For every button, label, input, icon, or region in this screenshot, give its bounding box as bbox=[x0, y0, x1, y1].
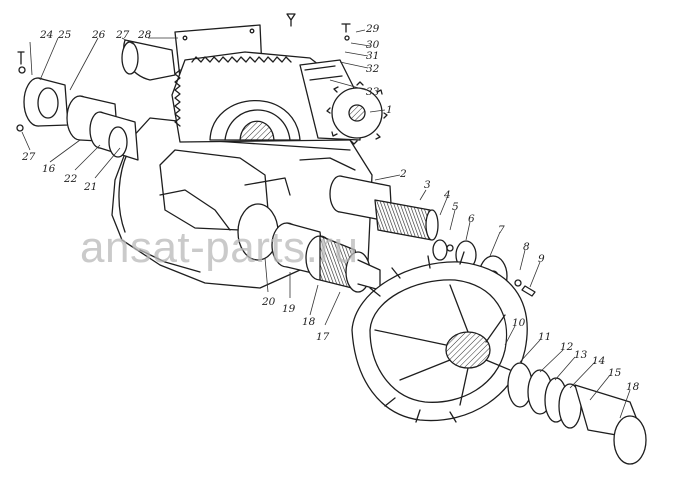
callout-30: 30 bbox=[366, 39, 380, 51]
small-sprocket bbox=[326, 81, 388, 145]
callout-6: 6 bbox=[468, 213, 475, 225]
callout-3: 3 bbox=[424, 179, 431, 191]
callout-22: 22 bbox=[63, 173, 78, 185]
callout-labels: 29 30 31 32 33 1 2 3 4 5 6 7 8 9 10 11 1… bbox=[21, 23, 640, 393]
leader-lines bbox=[21, 29, 631, 419]
callout-19: 19 bbox=[282, 303, 296, 315]
center-shaft bbox=[237, 203, 381, 293]
callout-13: 13 bbox=[574, 349, 588, 361]
callout-7: 7 bbox=[498, 224, 505, 236]
callout-21: 21 bbox=[83, 181, 97, 193]
callout-9: 9 bbox=[538, 253, 545, 265]
callout-1: 1 bbox=[386, 104, 393, 116]
callout-29: 29 bbox=[365, 23, 380, 35]
callout-16-left: 16 bbox=[42, 163, 56, 175]
callout-2: 2 bbox=[399, 168, 407, 180]
callout-33: 33 bbox=[366, 86, 380, 98]
callout-18-right: 18 bbox=[626, 381, 640, 393]
callout-20: 20 bbox=[261, 296, 276, 308]
callout-32: 32 bbox=[366, 63, 380, 75]
callout-11: 11 bbox=[538, 331, 551, 343]
callout-27-top: 27 bbox=[115, 29, 130, 41]
callout-15: 15 bbox=[608, 367, 622, 379]
callout-12: 12 bbox=[560, 341, 574, 353]
callout-26: 26 bbox=[91, 29, 106, 41]
callout-5: 5 bbox=[452, 201, 459, 213]
callout-27-left: 27 bbox=[21, 151, 36, 163]
left-shaft-assembly bbox=[23, 39, 176, 161]
callout-25: 25 bbox=[57, 29, 72, 41]
spider-wheel bbox=[351, 251, 528, 423]
callout-17: 17 bbox=[316, 331, 330, 343]
callout-8: 8 bbox=[523, 241, 530, 253]
callout-4: 4 bbox=[443, 189, 451, 201]
right-drum-stack bbox=[507, 362, 647, 465]
callout-10: 10 bbox=[512, 317, 526, 329]
fasteners bbox=[16, 13, 351, 132]
callout-18: 18 bbox=[302, 316, 316, 328]
callout-31: 31 bbox=[366, 50, 379, 62]
callout-14: 14 bbox=[592, 355, 605, 367]
callout-24: 24 bbox=[39, 29, 53, 41]
callout-28: 28 bbox=[137, 29, 152, 41]
watermark-text: ansat-parts.ru bbox=[80, 223, 358, 272]
